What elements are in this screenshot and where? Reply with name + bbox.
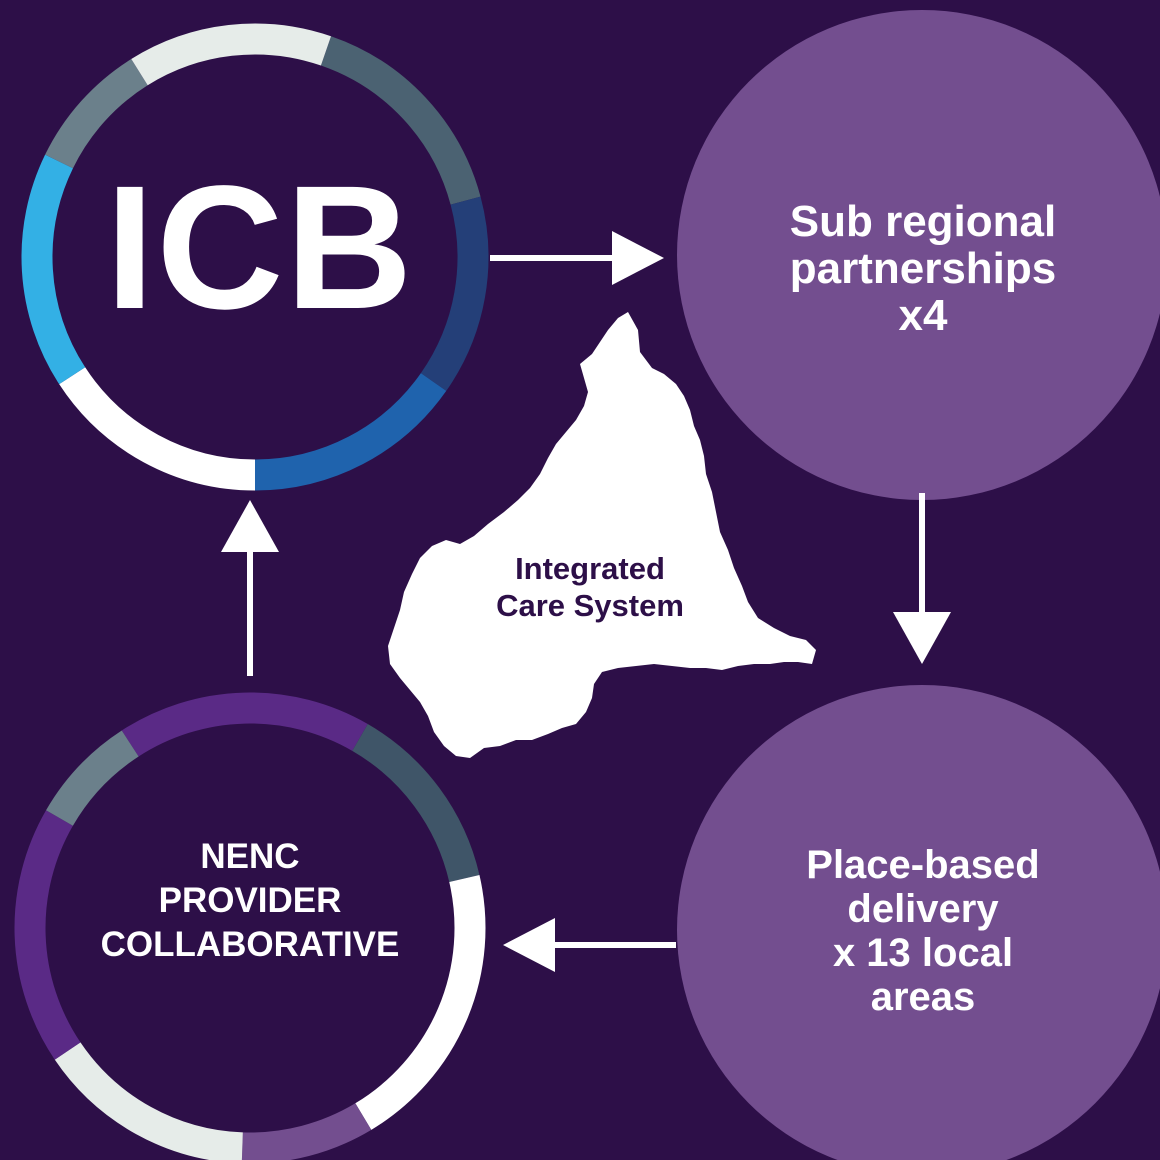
icb-ring-segment [21,154,86,385]
provider-ring-segment [46,730,139,827]
sub-regional-line-1: Sub regional [789,197,1057,246]
place-based-circle [677,685,1160,1160]
place-based-line-1: Place-based [806,843,1040,887]
arrow-head-up [221,500,279,552]
place-based-line-3: x 13 local [832,931,1014,975]
arrow-icb-to-subregional [490,231,664,285]
icb-label: ICB [60,160,460,336]
arrow-place-to-provider [503,918,676,972]
arrow-head-left [503,918,555,972]
place-based-line-2: delivery [847,887,999,931]
ics-line-2: Care System [496,588,684,623]
provider-ring [14,692,486,1160]
provider-ring-segment [54,1042,244,1160]
provider-circle-fill [26,704,474,1152]
icb-ring [21,23,489,491]
provider-ring-segment [14,810,81,1060]
arrow-head-down [893,612,951,664]
icb-ring-segment [420,196,489,391]
icb-ring-segment [254,372,447,491]
provider-line-3: COLLABORATIVE [100,925,400,964]
provider-circle [14,692,486,1160]
arrow-provider-to-icb [221,500,279,676]
arrow-head-right [612,231,664,285]
arrow-subregional-to-place [893,493,951,664]
place-based-line-4: areas [870,975,976,1019]
integrated-care-system-label: Integrated Care System [440,550,740,624]
icb-ring-segment [45,58,148,169]
provider-ring-segment [355,875,486,1130]
icb-circle-fill [33,35,477,479]
sub-regional-circle [677,10,1160,500]
icb-ring-segment [131,23,332,86]
icb-label-line: ICB [105,150,415,346]
ics-region-map [388,312,816,758]
provider-ring-segment [352,724,480,883]
provider-ring-segment [121,692,368,757]
sub-regional-line-2: partnerships [789,244,1057,293]
icb-ring-segment [320,36,481,205]
place-based-label: Place-based delivery x 13 local areas [700,843,1146,1019]
sub-regional-line-3: x4 [898,291,948,340]
provider-ring-segment [241,1103,372,1160]
ics-line-1: Integrated [515,551,665,586]
provider-collaborative-label: NENC PROVIDER COLLABORATIVE [40,835,460,967]
provider-line-2: PROVIDER [158,881,342,920]
icb-circle [21,23,489,491]
provider-line-1: NENC [200,837,300,876]
sub-regional-label: Sub regional partnerships x4 [700,198,1146,339]
icb-ring-segment [59,367,256,491]
